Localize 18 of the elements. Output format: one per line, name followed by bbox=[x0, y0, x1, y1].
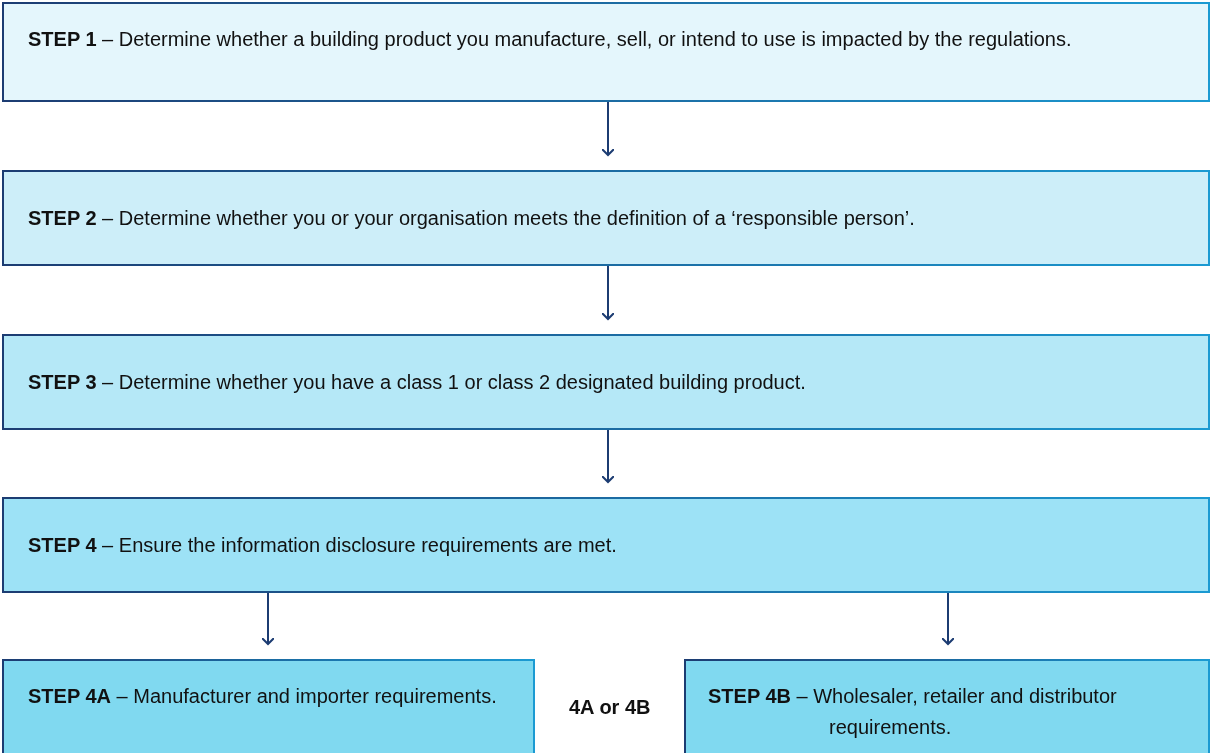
step-text: STEP 4A – Manufacturer and importer requirements. bbox=[28, 684, 497, 709]
arrow bbox=[941, 592, 955, 645]
branch-label: 4A or 4B bbox=[569, 696, 651, 719]
step-text: STEP 1 – Determine whether a building product you manufacture, sell, or intend to use is impacted by the regulations. bbox=[28, 27, 1072, 52]
step-box bbox=[2, 2, 1210, 102]
arrow bbox=[601, 265, 615, 320]
step-text: STEP 4B – Wholesaler, retailer and distributor requirements. bbox=[708, 684, 1118, 740]
step-box bbox=[2, 497, 1210, 593]
step-box bbox=[2, 334, 1210, 430]
step-text: STEP 4 – Ensure the information disclosure requirements are met. bbox=[28, 532, 617, 558]
step-text: STEP 3 – Determine whether you have a class 1 or class 2 designated building product. bbox=[28, 369, 806, 395]
step-box bbox=[2, 659, 535, 753]
step-box bbox=[684, 659, 1210, 753]
arrow bbox=[601, 101, 615, 156]
arrow bbox=[601, 429, 615, 483]
step-box bbox=[2, 170, 1210, 266]
step-text: STEP 2 – Determine whether you or your organisation meets the definition of a ‘responsible person’. bbox=[28, 205, 915, 231]
arrow bbox=[261, 592, 275, 645]
